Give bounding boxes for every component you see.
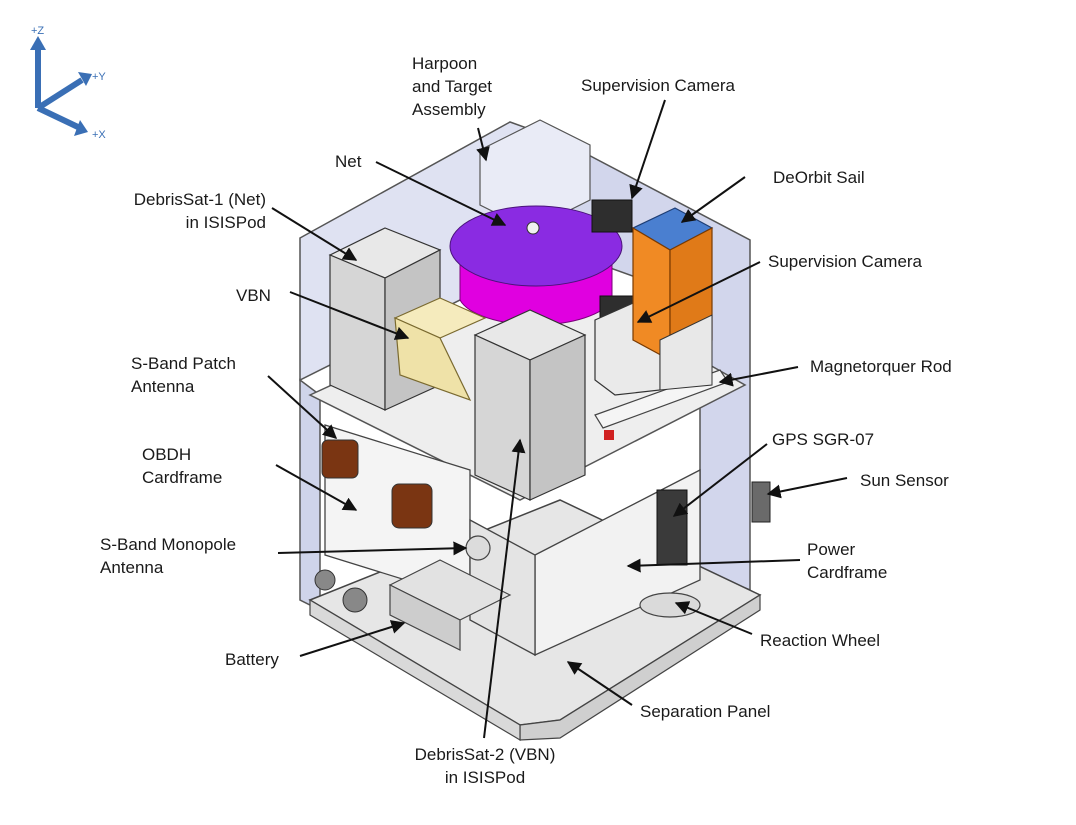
axis-x-label: +X — [92, 129, 106, 141]
debrissat2-pod — [473, 309, 587, 501]
vbn-unit — [393, 297, 487, 402]
label-reaction-wheel: Reaction Wheel — [760, 631, 881, 650]
label-battery: Battery — [225, 650, 279, 669]
label-deorbit-sail: DeOrbit Sail — [773, 168, 865, 187]
label-vbn: VBN — [236, 286, 271, 305]
label-sun-sensor: Sun Sensor — [860, 471, 949, 490]
label-supervision-camera-top: Supervision Camera — [581, 76, 736, 95]
label-separation-panel: Separation Panel — [640, 702, 771, 721]
red-marker — [604, 430, 614, 440]
axis-z-label: +Z — [31, 25, 44, 37]
axes-icon: +Z +Y +X — [30, 25, 106, 141]
label-magnetorquer-rod: Magnetorquer Rod — [810, 357, 952, 376]
sband-patch-antennas — [321, 439, 433, 529]
axis-y-label: +Y — [92, 71, 106, 83]
label-supervision-camera-mid: Supervision Camera — [768, 252, 923, 271]
label-debrissat1: DebrisSat-1 (Net)in ISISPod — [133, 190, 266, 232]
net-canister — [449, 205, 623, 326]
label-debrissat2: DebrisSat-2 (VBN)in ISISPod — [414, 745, 556, 787]
deorbit-sail — [631, 207, 714, 391]
label-net: Net — [335, 152, 362, 171]
leader-lines — [267, 99, 848, 739]
label-gps: GPS SGR-07 — [772, 430, 875, 449]
